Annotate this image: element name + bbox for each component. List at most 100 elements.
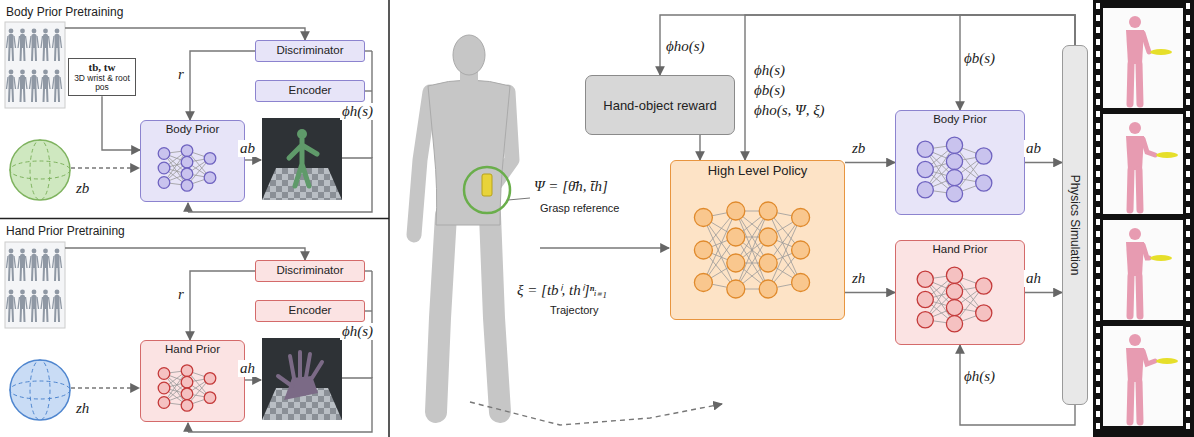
connector bbox=[190, 271, 255, 340]
sprocket-hole bbox=[1186, 135, 1190, 141]
sprocket-hole bbox=[1186, 183, 1190, 189]
motion-data-frame bbox=[5, 22, 65, 108]
network-unit bbox=[181, 145, 193, 157]
data-to-discriminator bbox=[65, 248, 305, 260]
network-unit bbox=[158, 397, 170, 409]
figure-arms bbox=[18, 297, 27, 309]
sprocket-hole bbox=[1186, 351, 1190, 357]
sprocket-hole bbox=[1096, 87, 1100, 93]
network-unit bbox=[204, 172, 216, 184]
sprocket-hole bbox=[1186, 219, 1190, 225]
sprocket-hole bbox=[1186, 147, 1190, 153]
network-unit bbox=[976, 278, 992, 294]
math-symbol: ah bbox=[238, 360, 257, 377]
film-strip bbox=[1093, 0, 1194, 437]
sprocket-hole bbox=[1096, 279, 1100, 285]
figure-arms bbox=[41, 297, 50, 309]
edge-label: ϕho(s) bbox=[664, 38, 707, 55]
edge-label: ah bbox=[1024, 270, 1043, 287]
figure-head bbox=[55, 249, 60, 254]
math-symbol: zb bbox=[74, 180, 91, 197]
network-unit bbox=[181, 376, 193, 388]
hand-finger bbox=[298, 352, 302, 377]
grasp-leader bbox=[508, 198, 530, 200]
network-unit bbox=[946, 186, 962, 202]
sprocket-hole bbox=[1186, 3, 1190, 9]
sprocket-hole bbox=[1186, 39, 1190, 45]
network-unit bbox=[759, 202, 777, 220]
figure-arms bbox=[7, 297, 16, 309]
network-link bbox=[736, 211, 768, 289]
hand-finger bbox=[278, 376, 292, 386]
figure-arms bbox=[18, 77, 27, 89]
sim-floor bbox=[262, 168, 342, 200]
pretraining-panel: Hand Prior PretrainingDiscriminatorEncod… bbox=[0, 219, 388, 437]
network-unit bbox=[946, 300, 962, 316]
latent-to-prior bbox=[71, 387, 139, 388]
human-torso bbox=[428, 80, 510, 225]
figure-torso bbox=[55, 254, 60, 268]
motion-data-frame bbox=[5, 242, 65, 328]
node-title: Hand Prior bbox=[141, 343, 244, 355]
figure-head bbox=[20, 70, 25, 75]
sprocket-hole bbox=[1096, 111, 1100, 117]
figure-arms bbox=[30, 297, 39, 309]
figure-arms bbox=[53, 36, 62, 48]
sprocket-hole bbox=[1096, 351, 1100, 357]
sprocket-hole bbox=[1096, 63, 1100, 69]
node-title: Encoder bbox=[256, 304, 364, 316]
node-title: Discriminator bbox=[256, 264, 364, 276]
sprocket-hole bbox=[1186, 267, 1190, 273]
figure-head bbox=[20, 29, 25, 34]
sprocket-hole bbox=[1096, 243, 1100, 249]
math-symbol: ϕho(s, Ψ, ξ) bbox=[752, 102, 827, 119]
math-symbol: ϕh(s) bbox=[340, 103, 375, 120]
sim-human-arm bbox=[1143, 351, 1155, 364]
sprocket-hole bbox=[1186, 387, 1190, 393]
figure-legs bbox=[9, 47, 13, 61]
sprocket-hole bbox=[1096, 399, 1100, 405]
figure-legs bbox=[21, 267, 25, 281]
body-prior-box: Body Prior bbox=[140, 120, 245, 202]
network-unit bbox=[727, 280, 745, 298]
network-unit bbox=[917, 182, 933, 198]
network-unit bbox=[694, 209, 712, 227]
annotation: Grasp reference bbox=[538, 202, 621, 214]
human-legs bbox=[436, 215, 500, 412]
figure-arms bbox=[7, 77, 16, 89]
connector bbox=[1025, 292, 1062, 293]
edge-label: ϕb(s) bbox=[962, 50, 997, 67]
network-unit bbox=[158, 382, 170, 394]
connector bbox=[190, 51, 255, 120]
film-frame bbox=[1103, 114, 1183, 214]
connector bbox=[660, 15, 1075, 75]
sprocket-hole bbox=[1096, 51, 1100, 57]
network-unit bbox=[181, 180, 193, 192]
network-unit bbox=[792, 241, 810, 259]
sim-human-head bbox=[1129, 16, 1141, 28]
input-tag: tb, tw3D wrist & root pos bbox=[68, 58, 136, 96]
figure-head bbox=[32, 29, 37, 34]
figure-torso bbox=[20, 295, 25, 309]
sim-human-legs bbox=[1130, 276, 1140, 316]
figure-arms bbox=[18, 36, 27, 48]
network-unit bbox=[917, 291, 933, 307]
humanoid-body bbox=[289, 139, 317, 186]
sprocket-hole bbox=[1096, 99, 1100, 105]
hand-prior-box: Hand Prior bbox=[895, 240, 1025, 345]
node-title: Body Prior bbox=[896, 113, 1024, 125]
connector bbox=[960, 15, 1075, 110]
figure-legs bbox=[21, 88, 25, 102]
network-unit bbox=[946, 170, 962, 186]
sim-background bbox=[262, 118, 342, 200]
latent-sphere bbox=[10, 140, 70, 200]
film-frame bbox=[1103, 220, 1183, 320]
figure-legs bbox=[55, 88, 59, 102]
math-symbol: zh bbox=[74, 400, 91, 417]
sprocket-hole bbox=[1096, 183, 1100, 189]
sprocket-hole bbox=[1186, 159, 1190, 165]
network-icon bbox=[671, 185, 833, 315]
annotation: Trajectory bbox=[548, 304, 601, 316]
edge-label: zb bbox=[850, 140, 867, 157]
figure-torso bbox=[20, 75, 25, 89]
